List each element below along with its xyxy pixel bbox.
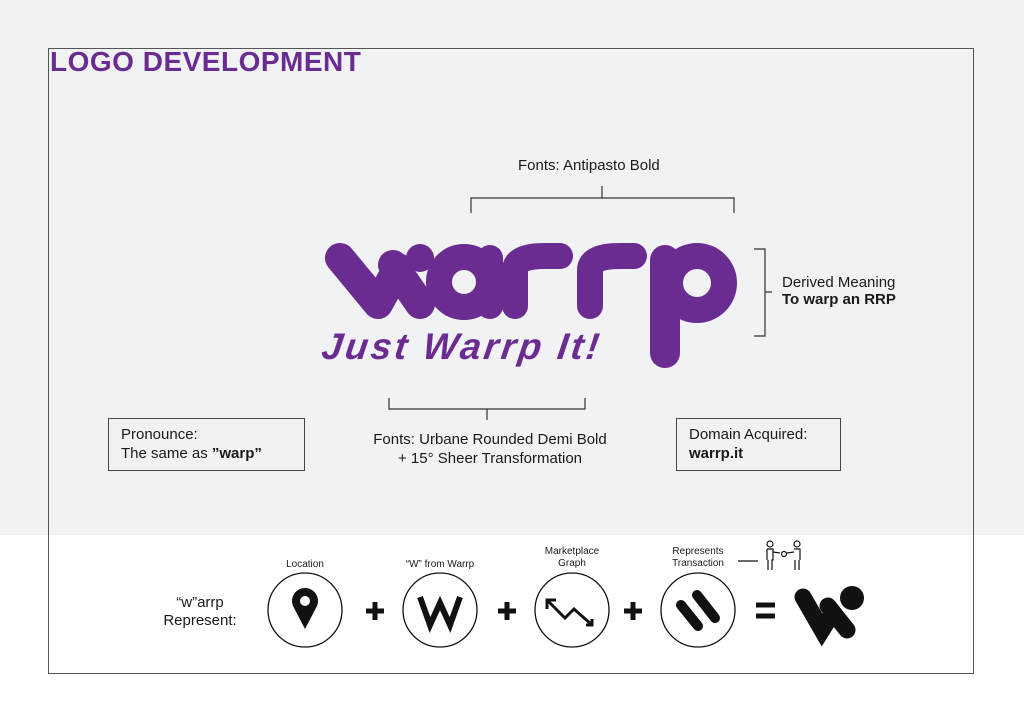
final-w-logo [794, 588, 856, 647]
plus-signs [366, 602, 775, 620]
domain-value: warrp.it [689, 445, 744, 462]
w-letter-icon [417, 595, 463, 633]
graph-label-line1: Marketplace [544, 546, 600, 557]
w-label: “W” from Warrp [405, 559, 475, 570]
meaning-label: Derived Meaning [782, 274, 896, 291]
w-circle [402, 572, 478, 648]
frame-border [48, 48, 974, 674]
graph-label-line2: Graph [558, 558, 586, 569]
location-label: Location [286, 559, 324, 570]
pronounce-value: ”warp” [211, 445, 262, 462]
logo-tagline: Just Warrp It! [319, 326, 605, 367]
fonts-bottom-line1: Fonts: Urbane Rounded Demi Bold [373, 431, 607, 448]
represent-label: “w”arrp Represent: [150, 594, 250, 630]
page-title: LOGO DEVELOPMENT [50, 46, 362, 77]
represent-label-line2: Represent: [163, 612, 237, 629]
transaction-circle [660, 572, 736, 648]
pronounce-prefix: The same as [121, 445, 212, 462]
transaction-label-line1: Represents [672, 546, 724, 557]
graph-arrow-icon [545, 598, 594, 627]
top-bracket [470, 186, 735, 213]
location-circle [267, 572, 343, 648]
transaction-stripes-icon [676, 590, 720, 631]
domain-label: Domain Acquired: [689, 426, 808, 443]
right-bracket [754, 248, 772, 337]
pronounce-label: Pronounce: [121, 426, 198, 443]
graph-circle [534, 572, 610, 648]
location-pin-icon [292, 588, 318, 629]
graph-label: Marketplace Graph [532, 546, 612, 570]
meaning-value: To warp an RRP [782, 291, 896, 308]
bottom-bracket [388, 398, 586, 420]
pronounce-box: Pronounce: The same as ”warp” [108, 418, 305, 471]
transaction-label: Represents Transaction [658, 546, 738, 570]
equals-sign [756, 602, 775, 619]
domain-box: Domain Acquired: warrp.it [676, 418, 841, 471]
people-exchange-icon [738, 540, 801, 570]
transaction-label-line2: Transaction [672, 558, 724, 569]
derived-meaning: Derived Meaning To warp an RRP [782, 274, 896, 308]
represent-label-line1: “w”arrp [176, 594, 224, 611]
warrp-wordmark-logo [325, 243, 737, 368]
fonts-top-label: Fonts: Antipasto Bold [518, 157, 660, 174]
fonts-bottom-label: Fonts: Urbane Rounded Demi Bold + 15° Sh… [340, 430, 640, 468]
fonts-bottom-line2: + 15° Sheer Transformation [397, 450, 582, 467]
